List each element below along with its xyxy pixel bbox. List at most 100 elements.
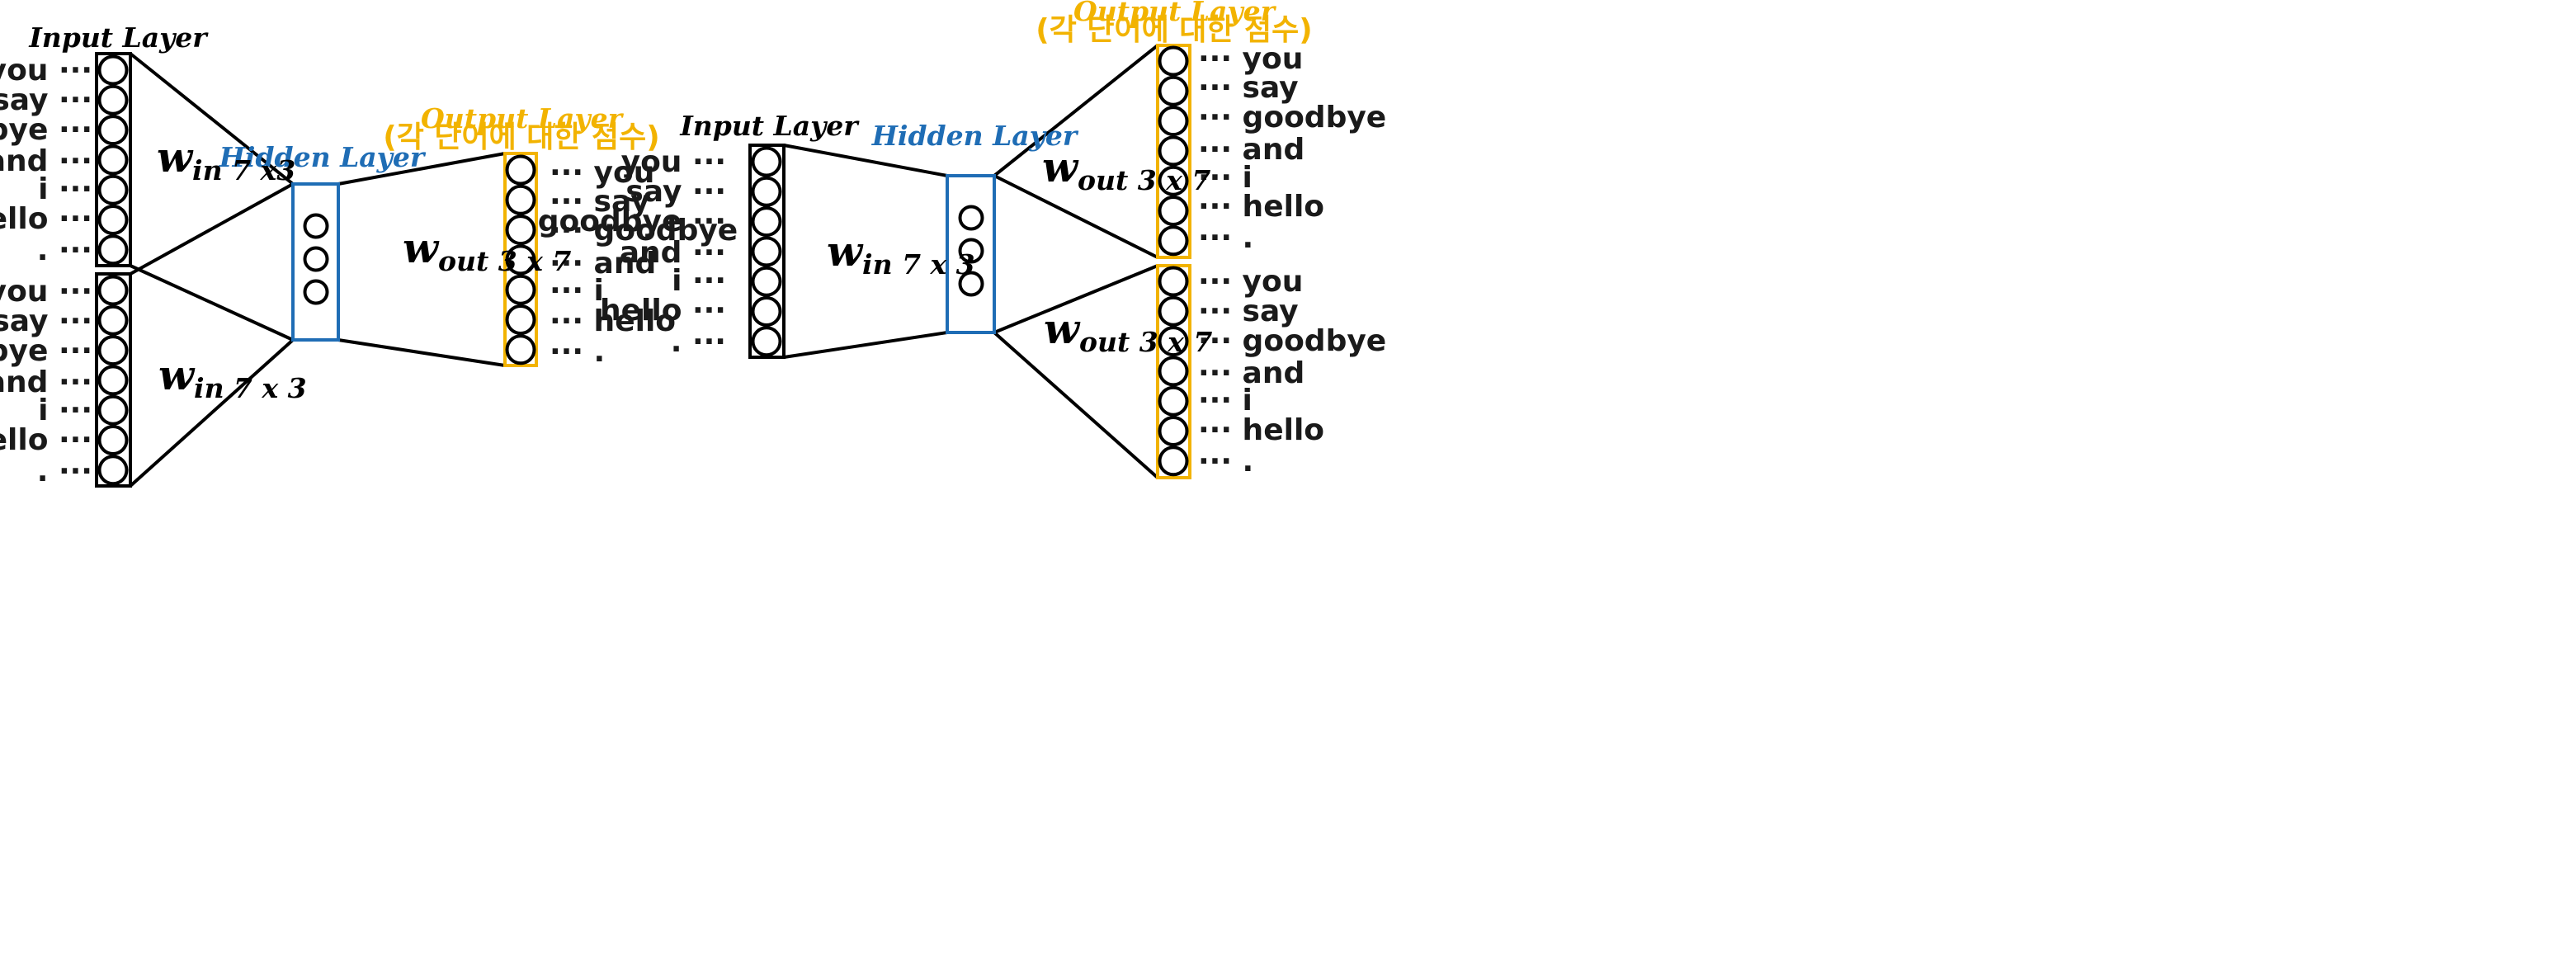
word-label: goodbye ··· [0, 334, 92, 368]
word-label: ··· i [550, 274, 604, 308]
neuron-node [97, 54, 129, 86]
neuron-node [97, 365, 129, 396]
neuron-node [751, 146, 782, 177]
left-diagram: you ···say ···goodbye ···and ···i ···hel… [0, 21, 738, 488]
neuron-node [505, 304, 536, 335]
left-output-layer-box [503, 152, 538, 367]
right-input-nodes [751, 146, 782, 357]
left-output-layer-title: Output Layer [421, 102, 625, 134]
left-w-out-label: wout 3 x 7 [403, 224, 571, 277]
connector [993, 331, 1159, 479]
right-hidden-layer-title: Hidden Layer [871, 120, 1079, 152]
right-w-out-bottom-label: wout 3 x 7 [1044, 304, 1212, 358]
word-label: ··· and [1198, 356, 1305, 390]
neuron-node [97, 115, 129, 146]
word-label: goodbye ··· [0, 113, 92, 147]
word-label: i ··· [38, 394, 92, 427]
right-output-top-words: ··· you··· say··· goodbye··· and··· i···… [1198, 42, 1386, 255]
word-label: hello ··· [600, 294, 726, 328]
neuron-node [1158, 196, 1189, 226]
word-label: ··· you [550, 156, 654, 190]
word-label: i ··· [38, 172, 92, 206]
neuron-node [1158, 106, 1189, 137]
connector [783, 144, 948, 177]
word-label: ··· you [1198, 265, 1303, 299]
word-label: ··· . [1198, 221, 1253, 255]
word-label: ··· i [1198, 161, 1253, 195]
neuron-node [751, 176, 782, 207]
neuron-node [1158, 295, 1189, 327]
connector [993, 264, 1158, 334]
word-label: . ··· [37, 233, 92, 267]
word-label: say ··· [0, 304, 92, 338]
left-input-layer-bottom-box [95, 272, 132, 488]
left-output-layer-subtitle: (각 단어에 대한 점수) [383, 120, 659, 154]
right-hidden-nodes [958, 205, 984, 297]
connector [130, 264, 294, 342]
word-label: i ··· [672, 264, 726, 298]
left-input-top-nodes [97, 54, 129, 266]
neuron-node [751, 236, 782, 267]
word-label: ··· . [1198, 445, 1253, 479]
neuron-node [505, 244, 536, 276]
neuron-node [505, 184, 536, 215]
word-label: ··· say [550, 185, 650, 219]
neuron-node [1158, 75, 1189, 106]
connector [129, 338, 295, 488]
left-hidden-nodes [303, 213, 329, 305]
neuron-node [1158, 225, 1189, 257]
left-output-words: ··· you··· say··· goodbye··· and··· i···… [550, 156, 738, 369]
neuron-node [751, 206, 782, 238]
connector [337, 338, 506, 367]
right-output-bottom-words: ··· you··· say··· goodbye··· and··· i···… [1198, 265, 1386, 479]
right-w-out-top-label: wout 3 x 7 [1042, 143, 1210, 196]
left-hidden-layer-title: Hidden Layer [219, 141, 427, 173]
word-label: goodbye ··· [538, 205, 726, 238]
neuron-node [1158, 416, 1189, 446]
word-label: . ··· [37, 455, 92, 488]
neuron-node [1158, 356, 1189, 387]
neuron-node [97, 275, 129, 306]
right-hidden-layer-box [946, 174, 996, 334]
word-label: hello ··· [0, 202, 92, 236]
left-input-layer-top-box [95, 52, 132, 267]
neuron-node [505, 154, 536, 186]
word-label: and ··· [0, 365, 92, 399]
neuron-node [958, 238, 984, 264]
word-label: and ··· [620, 236, 726, 270]
right-output-top-nodes [1158, 45, 1189, 257]
neuron-node [97, 394, 129, 426]
left-w-in-top-label: win 7 x3 [157, 133, 295, 186]
neuron-node [1158, 165, 1189, 196]
word-label: say ··· [0, 83, 92, 117]
word-label: ··· goodbye [1198, 324, 1386, 358]
right-output-layer-bottom-box [1156, 264, 1191, 479]
neuron-node [97, 205, 129, 235]
neuron-node [303, 213, 329, 239]
left-input-bottom-nodes [97, 275, 129, 486]
left-output-nodes [505, 154, 536, 365]
right-input-layer-title: Input Layer [679, 110, 860, 142]
right-output-layer-subtitle: (각 단어에 대한 점수) [1036, 13, 1312, 47]
neuron-node [303, 279, 329, 305]
right-input-layer-box [748, 144, 786, 359]
neuron-node [1158, 385, 1189, 417]
neuron-node [97, 234, 129, 266]
neuron-node [97, 144, 129, 176]
word-label: and ··· [0, 144, 92, 178]
neuron-node [751, 326, 782, 357]
neuron-node [1158, 135, 1189, 167]
word-label: ··· goodbye [550, 214, 738, 248]
left-connectors [129, 52, 506, 488]
neuron-node [97, 425, 129, 455]
connector [129, 52, 295, 186]
word-label: ··· goodbye [1198, 101, 1386, 134]
word-label: hello ··· [0, 423, 92, 457]
word-label: ··· i [1198, 384, 1253, 417]
connector [337, 152, 506, 186]
neuron-node [97, 455, 129, 486]
word-label: ··· you [1198, 42, 1303, 76]
word-label: ··· hello [550, 304, 676, 338]
neuron-node [505, 215, 536, 246]
